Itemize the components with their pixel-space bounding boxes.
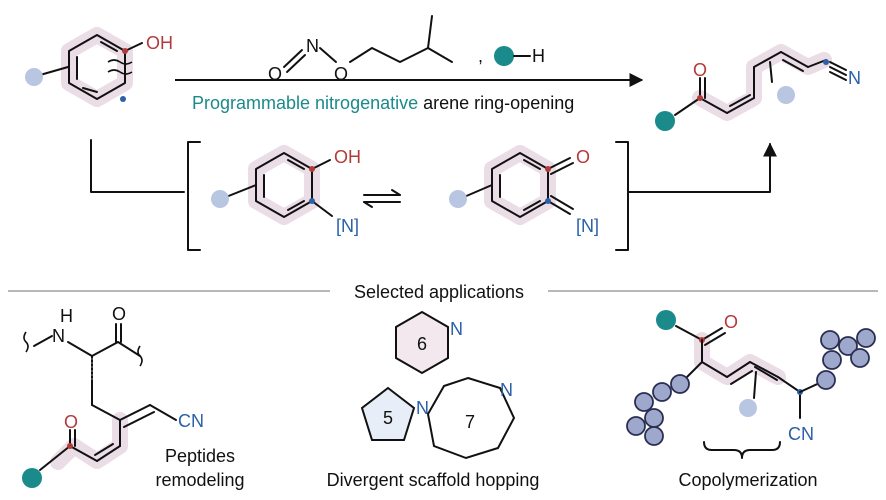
five-membered-ring [360, 386, 416, 441]
nucleophile-dot [494, 46, 514, 66]
product-red-marker [697, 95, 703, 101]
product-blue-marker [823, 59, 829, 65]
blue-atom-marker [120, 96, 126, 102]
peptide-nucleophile-dot [22, 468, 42, 488]
polymer-substituent-dot [739, 399, 757, 417]
applications-divider: Selected applications [8, 282, 878, 302]
peptide-aldehyde-o-label: O [64, 412, 78, 432]
phenol-oh-label: OH [146, 33, 173, 53]
intermediate-blue-marker [309, 198, 315, 204]
caption-rest-part: arene ring-opening [418, 93, 574, 113]
quinone-substituent-dot [449, 190, 467, 208]
ring5-n-label: N [416, 398, 429, 418]
scaffold-caption: Divergent scaffold hopping [327, 470, 540, 490]
reagent-n-label: N [306, 36, 319, 56]
quinone-red-marker [545, 166, 551, 172]
reaction-caption: Programmable nitrogenative arene ring-op… [192, 93, 574, 113]
peptide-caption-line1: Peptides [165, 446, 235, 466]
caption-teal-part: Programmable nitrogenative [192, 93, 418, 113]
intermediate-connectors [90, 139, 777, 251]
scaffold-hopping-panel: 6 N 5 N 7 N Divergent scaffold hopping [327, 310, 540, 490]
product-substituent-dot [777, 86, 795, 104]
copolymerization-panel: O CN Copo [626, 310, 876, 490]
reagent-h-label: H [532, 46, 545, 66]
ring7-n-label: N [500, 380, 513, 400]
intermediate-red-marker [309, 166, 315, 172]
peptide-cn-label: CN [178, 411, 204, 431]
quinone-n-label: [N] [576, 216, 599, 236]
polymer-nucleophile-dot [656, 310, 676, 330]
isoamyl-nitrite-reagent: O N O , H [268, 15, 545, 84]
starting-phenol: OH [25, 27, 173, 107]
equilibrium-arrows [363, 189, 401, 208]
polymer-o-label: O [724, 312, 738, 332]
intermediate-oh-label: OH [334, 147, 361, 167]
ring6-label: 6 [417, 334, 427, 354]
aminophenol-intermediate: OH [N] [211, 145, 361, 236]
product-nucleophile-dot [655, 111, 675, 131]
quinone-blue-marker [545, 198, 551, 204]
peptide-n-label: N [52, 326, 65, 346]
product-o-label: O [693, 60, 707, 80]
polymer-cn-label: CN [788, 424, 814, 444]
red-atom-marker [122, 48, 128, 54]
peptide-carbonyl-o-label: O [112, 304, 126, 324]
six-membered-ring [395, 310, 449, 375]
ring5-label: 5 [383, 408, 393, 428]
quinone-o-label: O [576, 147, 590, 167]
seven-membered-ring [426, 376, 516, 460]
polymer-bead-chain-right [799, 328, 876, 393]
peptide-remodeling-panel: N H O CN O Peptides remodeling [22, 304, 245, 490]
ring-opened-product: O N [655, 44, 861, 131]
ring7-label: 7 [465, 412, 475, 432]
product-n-label: N [848, 68, 861, 88]
quinone-imine-intermediate: O [N] [449, 145, 599, 236]
intermediate-substituent-dot [211, 190, 229, 208]
ring6-n-label: N [450, 319, 463, 339]
substituent-dot [25, 68, 43, 86]
polymer-bead-chain-left [626, 361, 703, 446]
polymer-caption: Copolymerization [678, 470, 817, 490]
peptide-h-label: H [60, 306, 73, 326]
reagent-comma: , [478, 46, 483, 66]
applications-heading: Selected applications [354, 282, 524, 302]
peptide-red-marker [67, 443, 73, 449]
intermediate-n-label: [N] [336, 216, 359, 236]
peptide-caption-line2: remodeling [155, 470, 244, 490]
